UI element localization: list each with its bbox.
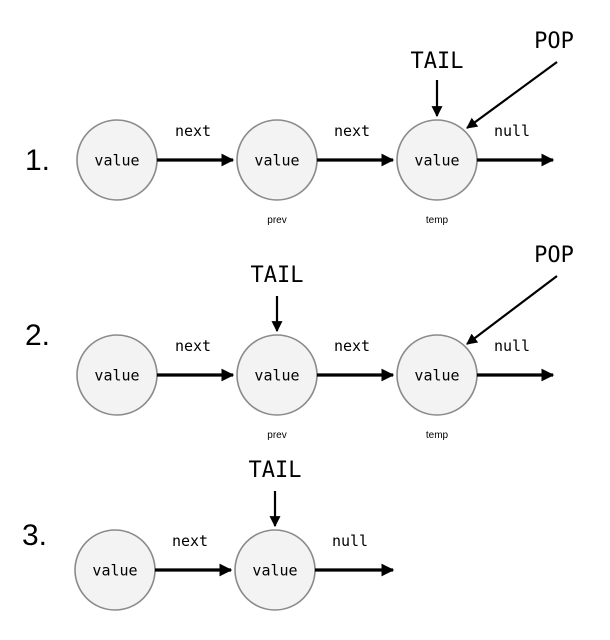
edge-label-next: next	[175, 122, 211, 140]
prev-label: prev	[267, 215, 286, 226]
tail-label: TAIL	[411, 49, 464, 74]
node-value: value	[94, 367, 139, 385]
edge-label-null: null	[494, 122, 530, 140]
step-number: 3.	[22, 519, 47, 552]
node-value: value	[92, 562, 137, 580]
step-1: 1. value value value next next null prev…	[25, 29, 574, 226]
pop-pointer-arrow	[466, 61, 558, 129]
node-value: value	[94, 152, 139, 170]
edge-label-next: next	[334, 122, 370, 140]
pop-pointer-arrow	[466, 275, 558, 345]
node-value: value	[252, 562, 297, 580]
node-value: value	[414, 152, 459, 170]
node-value: value	[414, 367, 459, 385]
pop-label: POP	[534, 243, 574, 268]
edge-label-next: next	[334, 337, 370, 355]
temp-label: temp	[426, 430, 449, 441]
temp-label: temp	[426, 215, 449, 226]
edge-label-null: null	[332, 532, 368, 550]
edge-label-null: null	[494, 337, 530, 355]
step-number: 2.	[25, 319, 50, 352]
pop-label: POP	[534, 29, 574, 54]
step-number: 1.	[25, 144, 50, 177]
step-3: 3. value value next null TAIL	[22, 458, 395, 611]
node-value: value	[254, 152, 299, 170]
prev-label: prev	[267, 430, 286, 441]
tail-label: TAIL	[251, 263, 304, 288]
tail-label: TAIL	[249, 458, 302, 483]
edge-label-next: next	[175, 337, 211, 355]
step-2: 2. value value value next next null prev…	[25, 243, 574, 441]
edge-label-next: next	[172, 532, 208, 550]
node-value: value	[254, 367, 299, 385]
